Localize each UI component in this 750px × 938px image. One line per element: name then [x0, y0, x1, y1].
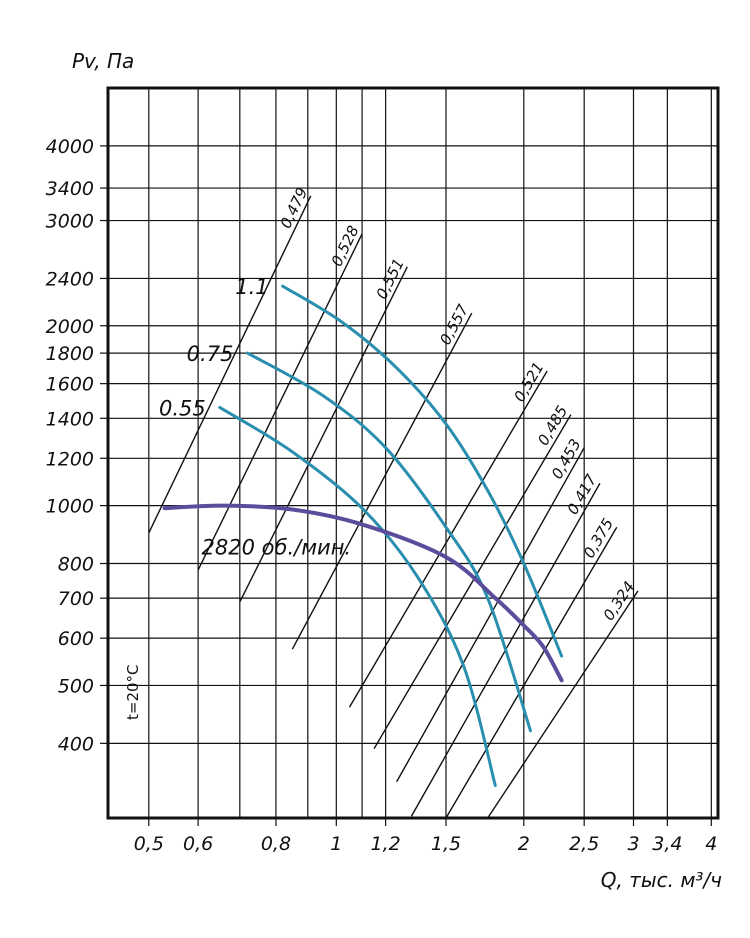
efficiency-label: 0,528 — [328, 223, 363, 269]
y-tick-label: 2000 — [46, 316, 94, 338]
performance-curves — [162, 284, 564, 788]
y-axis-title: Pv, Па — [72, 49, 134, 73]
plot-frame — [106, 86, 720, 820]
power-label: 0.75 — [187, 342, 234, 366]
y-tick-label: 3400 — [46, 178, 94, 200]
efficiency-label: 0,324 — [600, 578, 639, 624]
efficiency-line — [239, 266, 408, 603]
efficiency-line — [373, 414, 572, 749]
x-axis-ticks: 0,5 0,6 0,8 1 1,2 1,5 2 2,5 3 3,4 4 — [134, 818, 717, 855]
y-tick-label: 2400 — [46, 268, 94, 290]
x-tick-label: 0,8 — [261, 833, 291, 855]
x-tick-label: 2 — [518, 833, 530, 855]
y-tick-label: 600 — [58, 628, 94, 650]
x-tick-label: 3,4 — [652, 833, 682, 855]
series-labels: 1.1 0.75 0.55 2820 об./мин. — [159, 275, 351, 559]
y-tick-label: 1200 — [46, 448, 94, 470]
power-curve — [245, 351, 532, 733]
x-tick-label: 1,2 — [371, 833, 401, 855]
efficiency-line — [487, 590, 639, 818]
y-tick-label: 3000 — [46, 211, 94, 233]
efficiency-line — [445, 526, 618, 818]
y-tick-label: 500 — [58, 675, 94, 697]
x-tick-label: 0,5 — [134, 833, 164, 855]
speed-curve — [162, 503, 564, 683]
speed-label: 2820 об./мин. — [202, 535, 352, 559]
efficiency-line — [197, 233, 363, 571]
efficiency-label: 0,417 — [564, 471, 601, 518]
y-tick-label: 1400 — [46, 408, 94, 430]
efficiency-label: 0,557 — [436, 301, 472, 348]
y-tick-label: 800 — [58, 554, 94, 576]
grid — [108, 88, 718, 818]
y-axis-ticks: 400 500 600 700 800 1000 1200 1400 1600 1800 2000 2… — [46, 136, 108, 755]
power-curve — [218, 405, 497, 788]
x-tick-label: 3 — [627, 833, 639, 855]
x-tick-label: 2,5 — [569, 833, 599, 855]
x-tick-label: 4 — [705, 833, 717, 855]
y-tick-label: 1000 — [46, 496, 94, 518]
efficiency-label: 0,375 — [580, 515, 617, 561]
efficiency-label: 0,453 — [548, 436, 585, 482]
efficiency-label: 0,479 — [277, 185, 312, 232]
efficiency-line — [148, 195, 312, 534]
x-tick-label: 0,6 — [183, 833, 213, 855]
efficiency-line — [348, 370, 548, 708]
y-tick-label: 700 — [58, 588, 94, 610]
x-tick-label: 1,5 — [431, 833, 461, 855]
y-tick-label: 4000 — [46, 136, 94, 158]
efficiency-line — [396, 447, 585, 783]
y-tick-label: 1600 — [46, 374, 94, 396]
efficiency-line — [291, 312, 473, 650]
y-tick-label: 1800 — [46, 343, 94, 365]
y-tick-label: 400 — [58, 733, 94, 755]
x-axis-title: Q, тыс. м³/ч — [601, 868, 722, 892]
temperature-label: t=20°C — [124, 664, 142, 720]
x-tick-label: 1 — [330, 833, 342, 855]
power-curve — [281, 284, 564, 658]
efficiency-label: 0,521 — [510, 359, 547, 405]
power-label: 1.1 — [235, 275, 268, 299]
power-label: 0.55 — [159, 396, 206, 420]
